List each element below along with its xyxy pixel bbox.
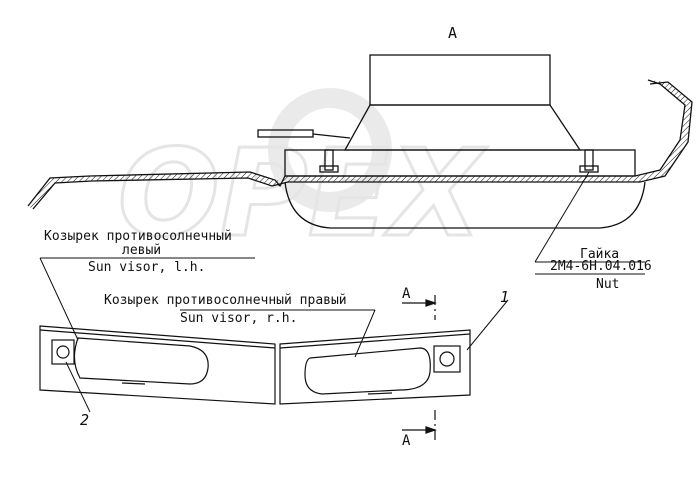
callout-1-leader bbox=[466, 299, 509, 351]
left-visor-leader bbox=[39, 257, 79, 341]
left-visor-label-en: Sun visor, l.h. bbox=[88, 260, 205, 275]
nut-right bbox=[579, 165, 599, 173]
nut-leader bbox=[534, 171, 590, 263]
watermark: OPEX bbox=[116, 88, 489, 266]
lamp-lens bbox=[284, 181, 646, 229]
right-visor-mirror bbox=[304, 347, 431, 395]
nut-label-ru: Гайка bbox=[580, 247, 619, 262]
left-visor-mount bbox=[51, 339, 75, 365]
section-arrowhead-bottom bbox=[425, 426, 437, 434]
roof-assembly bbox=[27, 54, 693, 229]
callout-2: 2 bbox=[80, 411, 89, 429]
view-label: A bbox=[448, 24, 457, 42]
nut-left bbox=[319, 165, 339, 173]
right-visor-mount-hole bbox=[439, 351, 455, 367]
left-visor-label-ru-side: левый bbox=[122, 243, 161, 258]
right-visor-body bbox=[279, 329, 471, 405]
section-cut bbox=[402, 295, 437, 440]
right-visor-edge bbox=[279, 333, 471, 349]
leader-lines bbox=[39, 171, 645, 413]
right-visor-label-en: Sun visor, r.h. bbox=[180, 311, 297, 326]
nut-label-en: Nut bbox=[596, 277, 619, 292]
section-arrowhead-top bbox=[425, 299, 437, 307]
left-visor-label-ru: Козырек противосолнечный bbox=[44, 229, 232, 244]
stud-right bbox=[584, 149, 594, 171]
right-visor-mount bbox=[433, 345, 461, 373]
nut-label-code: 2М4-6Н.04.016 bbox=[550, 259, 652, 274]
bracket-tab bbox=[257, 129, 314, 138]
section-mark-top: A bbox=[402, 286, 411, 302]
right-visor-label-ru: Козырек противосолнечный правый bbox=[104, 293, 347, 308]
roof-panel-section bbox=[28, 80, 692, 209]
left-visor bbox=[39, 325, 276, 405]
right-visor-clip bbox=[367, 392, 393, 395]
upper-housing bbox=[369, 54, 551, 106]
left-visor-edge bbox=[39, 329, 276, 349]
section-mark-bottom: A bbox=[402, 433, 411, 449]
left-visor-clip bbox=[121, 382, 146, 385]
left-visor-mount-hole bbox=[56, 345, 70, 359]
bracket-rod bbox=[312, 133, 351, 139]
stud-left bbox=[324, 149, 334, 171]
callout-1: 1 bbox=[500, 288, 509, 306]
left-visor-body bbox=[39, 325, 276, 405]
right-visor-leader bbox=[354, 309, 376, 358]
right-visor bbox=[279, 329, 471, 405]
callout-2-leader bbox=[65, 361, 91, 413]
watermark-text: OPEX bbox=[118, 125, 488, 264]
left-visor-mirror bbox=[73, 337, 209, 385]
